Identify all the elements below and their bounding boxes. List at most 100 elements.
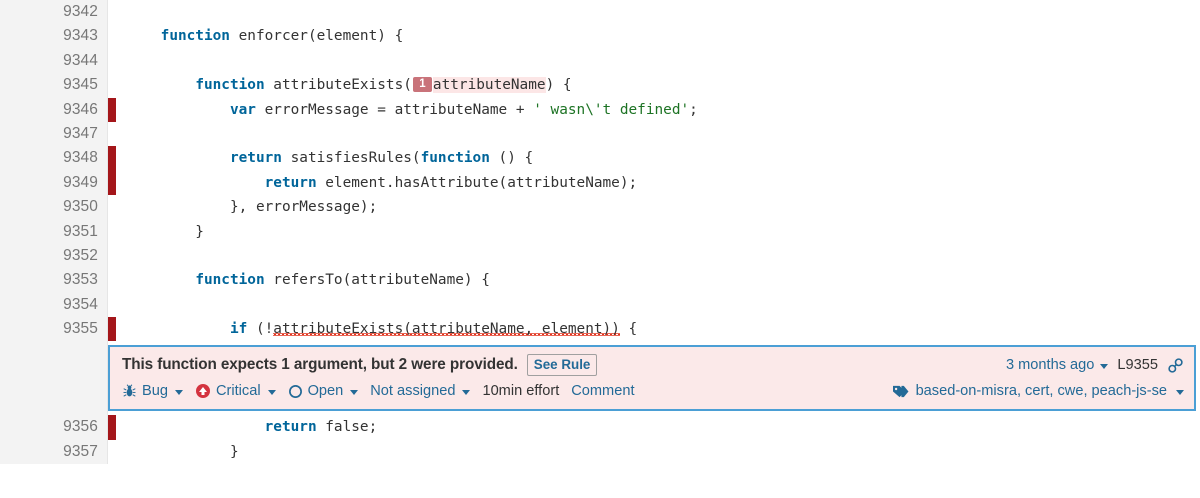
code-line: 9346 var errorMessage = attributeName + … [0,97,1200,123]
code-token: function [160,28,230,45]
code-line: 9353 function refersTo(attributeName) { [0,268,1200,293]
code-content: }, errorMessage); [117,195,1200,219]
code-content [117,49,1200,73]
code-line: 9355 if (!attributeExists(attributeName,… [0,317,1200,342]
code-line: 9348 return satisfiesRules(function () { [0,146,1200,172]
code-line: 9344 [0,48,1200,74]
gutter-empty [108,195,117,220]
issue-created-at[interactable]: 3 months ago [1005,357,1109,374]
code-content: } [117,440,1200,464]
gutter-empty [108,24,117,49]
code-line: 9354 [0,292,1200,318]
code-token: function [420,150,490,167]
chevron-down-icon [462,389,471,395]
code-token [126,150,230,166]
code-token: (! [247,321,274,338]
issue-gutter-marker[interactable] [108,415,117,441]
line-number[interactable]: 9355 [0,317,108,342]
issue-gutter-marker[interactable] [108,97,117,123]
line-number[interactable]: 9342 [0,0,108,25]
code-line: 9343 function enforcer(element) { [0,24,1200,49]
line-number[interactable]: 9353 [0,268,108,293]
code-token: satisfiesRules( [281,150,421,167]
see-rule-button[interactable]: See Rule [526,354,598,377]
line-number[interactable]: 9354 [0,292,108,318]
flow-location-badge[interactable]: 1 [412,77,432,93]
issue-location-highlight[interactable]: attributeName [432,77,546,94]
gutter-empty [108,243,117,269]
code-token: var [229,101,256,118]
code-token: } [126,443,239,460]
chevron-down-icon [267,389,276,395]
line-number[interactable]: 9347 [0,121,108,147]
line-number[interactable]: 9357 [0,439,108,465]
issue-gutter-marker[interactable] [108,170,117,196]
line-number[interactable]: 9346 [0,97,108,122]
line-number[interactable]: 9345 [0,73,108,98]
issue-box[interactable]: This function expects 1 argument, but 2 … [108,345,1196,412]
code-content: return false; [117,415,1200,439]
line-number[interactable]: 9349 [0,170,108,196]
code-token: if [229,321,248,338]
chevron-down-icon [174,389,183,395]
gutter-empty [108,439,117,465]
code-content: return satisfiesRules(function () { [117,146,1200,170]
line-number[interactable]: 9356 [0,415,108,440]
code-token: return [229,150,282,167]
code-line: 9352 [0,243,1200,269]
gutter-empty [108,121,117,147]
code-token: function [195,77,265,94]
issue-type-selector[interactable]: Bug [122,383,183,399]
gutter-empty [108,48,117,74]
tags-icon [892,384,909,399]
code-token: false; [316,419,378,436]
gutter-empty [108,292,117,318]
code-content [117,293,1200,317]
line-number[interactable]: 9343 [0,24,108,49]
line-number[interactable]: 9350 [0,195,108,220]
status-open-icon [288,384,303,399]
issue-gutter-marker[interactable] [108,317,117,342]
issue-status-selector[interactable]: Open [288,383,359,399]
bug-icon [122,384,137,399]
issue-assignee-label: Not assigned [370,383,456,400]
code-content [117,122,1200,146]
issue-header-right: 3 months ago L9355 [1006,357,1184,374]
issue-assignee-selector[interactable]: Not assigned [370,383,471,400]
code-line: 9347 [0,121,1200,147]
code-token [126,419,265,435]
issue-severity-selector[interactable]: Critical [195,383,276,399]
line-number[interactable]: 9344 [0,48,108,74]
code-token: () { [489,150,534,167]
issue-gutter-marker[interactable] [108,146,117,172]
gutter-empty [108,73,117,98]
issue-created-at-label: 3 months ago [1005,357,1095,374]
line-number[interactable]: 9352 [0,243,108,269]
code-line: 9351 } [0,219,1200,244]
code-token: attributeExists( [264,77,412,94]
code-line: 9357 } [0,439,1200,465]
link-icon[interactable] [1167,357,1184,374]
code-content: return element.hasAttribute(attributeNam… [117,171,1200,195]
gutter-empty [108,219,117,244]
code-token: return [264,419,317,436]
issue-underline[interactable]: attributeExists(attributeName, element)) [273,321,620,338]
chevron-down-icon [1100,363,1109,369]
line-number[interactable]: 9351 [0,219,108,244]
code-line: 9350 }, errorMessage); [0,195,1200,220]
issue-row: This function expects 1 argument, but 2 … [0,341,1200,416]
issue-tags-selector[interactable]: based-on-misra, cert, cwe, peach-js-se [892,383,1184,399]
issue-type-label: Bug [142,383,168,400]
code-token [126,272,195,288]
issue-comment-link[interactable]: Comment [571,383,635,400]
issue-message: This function expects 1 argument, but 2 … [122,356,518,374]
line-number[interactable]: 9348 [0,146,108,171]
issue-severity-label: Critical [215,383,261,400]
code-lines-after-issue: 9356 return false;9357 } [0,415,1200,465]
code-token: element.hasAttribute(attributeName); [316,174,638,191]
issue-effort: 10min effort [482,383,560,400]
code-token: { [619,321,638,338]
code-token [126,175,265,191]
code-token: } [126,223,204,240]
